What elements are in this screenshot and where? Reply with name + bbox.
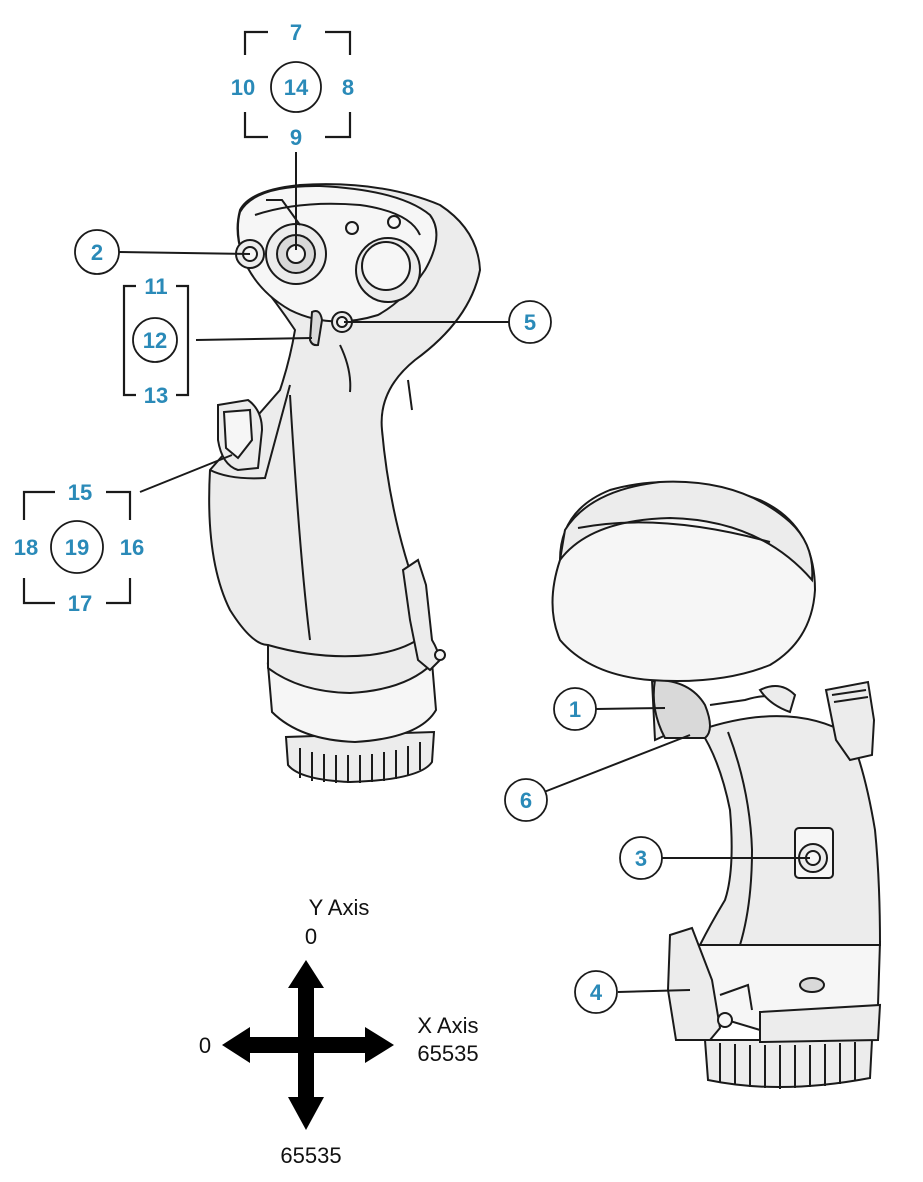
callout-2: 2 bbox=[74, 229, 120, 275]
y-axis-title: Y Axis bbox=[309, 895, 370, 920]
callout-1-label: 1 bbox=[569, 697, 581, 722]
hat-top-bracket bbox=[243, 30, 352, 139]
hat-bottom-bracket bbox=[22, 490, 132, 605]
callout-4: 4 bbox=[574, 970, 618, 1014]
hat-left-down-label: 13 bbox=[144, 383, 168, 408]
x-axis-max-label: 65535 bbox=[417, 1041, 478, 1066]
hat-bottom-up-label: 15 bbox=[68, 480, 92, 505]
arrow-down-icon bbox=[288, 1097, 324, 1130]
hat-bottom-right-label: 16 bbox=[120, 535, 144, 560]
hat-top-down-label: 9 bbox=[290, 125, 302, 150]
joystick-side-view bbox=[551, 480, 882, 1089]
callout-3: 3 bbox=[619, 836, 663, 880]
callout-5: 5 bbox=[508, 300, 552, 344]
leader-lines bbox=[118, 152, 810, 993]
y-axis-min-label: 0 bbox=[305, 924, 317, 949]
callout-5-label: 5 bbox=[524, 310, 536, 335]
callout-14-label: 14 bbox=[284, 75, 309, 100]
axis-cross bbox=[222, 960, 394, 1130]
hat-bottom-left-label: 18 bbox=[14, 535, 38, 560]
callout-6: 6 bbox=[504, 778, 548, 822]
joystick-front-view bbox=[208, 183, 482, 784]
hat-top-right-label: 8 bbox=[342, 75, 354, 100]
callout-12: 12 bbox=[132, 317, 178, 363]
callout-19-label: 19 bbox=[65, 535, 89, 560]
x-axis-min-label: 0 bbox=[199, 1033, 211, 1058]
callout-2-label: 2 bbox=[91, 240, 103, 265]
y-axis-max-label: 65535 bbox=[280, 1143, 341, 1168]
callout-19: 19 bbox=[50, 520, 104, 574]
hat-left-up-label: 11 bbox=[144, 274, 167, 299]
callout-14: 14 bbox=[270, 61, 322, 113]
arrow-left-icon bbox=[222, 1027, 250, 1063]
arrow-up-icon bbox=[288, 960, 324, 988]
arrow-right-icon bbox=[365, 1027, 394, 1063]
hat-top-left-label: 10 bbox=[231, 75, 255, 100]
callout-3-label: 3 bbox=[635, 846, 647, 871]
callout-6-label: 6 bbox=[520, 788, 532, 813]
callout-4-label: 4 bbox=[590, 980, 603, 1005]
hat-left-bracket bbox=[122, 284, 190, 397]
callout-12-label: 12 bbox=[143, 328, 167, 353]
hat-bottom-down-label: 17 bbox=[68, 591, 92, 616]
hat-top-up-label: 7 bbox=[290, 20, 302, 45]
callout-1: 1 bbox=[553, 687, 597, 731]
x-axis-title: X Axis bbox=[417, 1013, 478, 1038]
